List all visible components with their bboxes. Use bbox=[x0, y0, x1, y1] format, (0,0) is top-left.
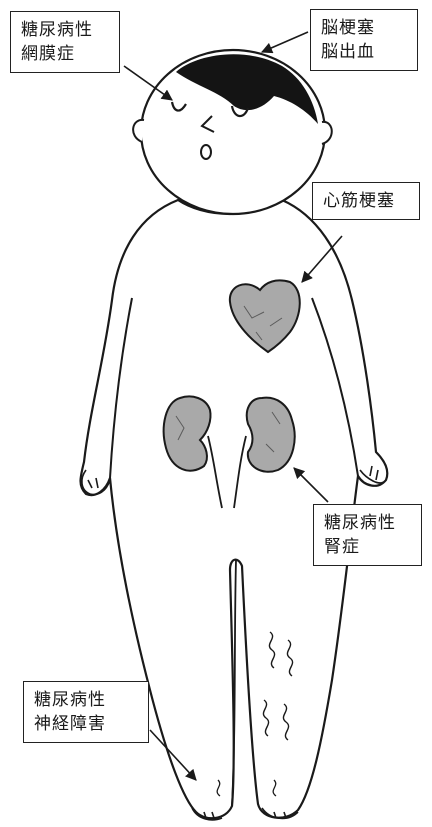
hair bbox=[176, 54, 318, 124]
mouth-icon bbox=[200, 144, 212, 160]
right-hand-icon bbox=[359, 465, 387, 484]
nerve-squiggle-icon bbox=[268, 631, 276, 669]
label-line: 糖尿病性 bbox=[21, 20, 93, 40]
label-diabetic-retinopathy: 糖尿病性 網膜症 bbox=[10, 11, 120, 73]
arrow-retinopathy bbox=[123, 65, 173, 101]
left-eye-icon bbox=[170, 101, 187, 112]
left-hand-icon bbox=[81, 469, 111, 496]
label-line: 心筋梗塞 bbox=[323, 191, 395, 211]
label-cerebral-infarction-hemorrhage: 脳梗塞 脳出血 bbox=[310, 9, 418, 71]
right-kidney-icon bbox=[245, 396, 296, 473]
left-kidney-icon bbox=[162, 395, 212, 472]
arrow-myocardial-infarction bbox=[301, 235, 343, 283]
right-foot-icon bbox=[261, 807, 299, 820]
label-line: 糖尿病性 bbox=[34, 690, 106, 710]
label-line: 脳梗塞 bbox=[321, 18, 375, 38]
body-outline bbox=[79, 198, 389, 820]
label-diabetic-nephropathy: 糖尿病性 腎症 bbox=[313, 504, 422, 566]
nerve-squiggle-icon bbox=[286, 639, 294, 677]
arrow-nephropathy bbox=[293, 467, 329, 503]
left-arm-line bbox=[109, 297, 133, 479]
arrow-stroke bbox=[260, 31, 309, 54]
label-line: 糖尿病性 bbox=[324, 513, 396, 533]
right-arm-line bbox=[311, 297, 359, 477]
nerve-squiggle-icon bbox=[262, 699, 270, 737]
label-diabetic-neuropathy: 糖尿病性 神経障害 bbox=[23, 681, 149, 743]
nose-icon bbox=[200, 115, 215, 133]
arrow-neuropathy bbox=[149, 729, 197, 781]
left-ear-icon bbox=[132, 118, 145, 143]
label-line: 網膜症 bbox=[21, 44, 75, 64]
nerve-squiggle-icon bbox=[282, 703, 290, 741]
ureters bbox=[207, 435, 247, 509]
right-ear-icon bbox=[321, 120, 333, 145]
right-eye-icon bbox=[230, 105, 250, 118]
label-line: 腎症 bbox=[324, 537, 360, 557]
nerve-squiggle-icon bbox=[216, 779, 221, 797]
leg-split-line bbox=[231, 559, 237, 807]
heart-icon bbox=[228, 279, 301, 354]
left-foot-icon bbox=[191, 807, 223, 821]
label-line: 脳出血 bbox=[321, 42, 375, 62]
nerve-squiggle-icon bbox=[272, 779, 277, 797]
label-myocardial-infarction: 心筋梗塞 bbox=[312, 182, 420, 220]
label-line: 神経障害 bbox=[34, 714, 106, 734]
